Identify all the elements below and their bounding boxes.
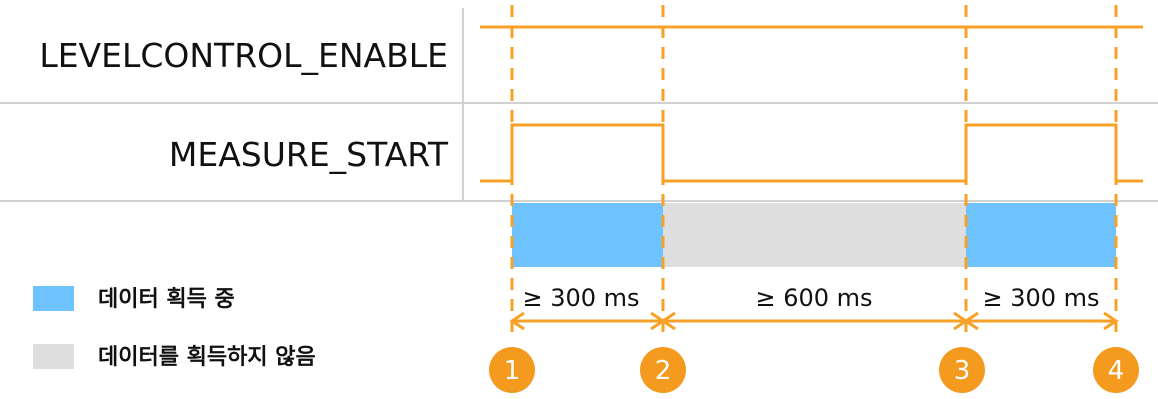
marker-number-3: 3 <box>954 356 971 386</box>
arrowhead-3-right <box>963 311 979 331</box>
phase-bar-acquiring-2 <box>966 203 1116 267</box>
legend-swatch-not-acquiring <box>33 344 74 369</box>
duration-label-2: ≥ 600 ms <box>755 284 872 312</box>
arrowhead-4-left <box>1103 311 1119 331</box>
duration-label-1: ≥ 300 ms <box>522 284 639 312</box>
marker-badge-1: 1 <box>489 347 535 393</box>
marker-number-2: 2 <box>655 356 672 386</box>
marker-badge-2: 2 <box>640 347 686 393</box>
phase-bar-acquiring-1 <box>512 203 663 267</box>
marker-badge-3: 3 <box>939 347 985 393</box>
measure-start-waveform <box>480 123 1143 183</box>
legend-label-acquiring: 데이터 획득 중 <box>98 287 235 312</box>
arrowhead-1-right <box>509 311 525 331</box>
marker-number-4: 4 <box>1108 356 1125 386</box>
marker-number-1: 1 <box>504 356 521 386</box>
legend-swatch-acquiring <box>33 286 74 311</box>
marker-badge-4: 4 <box>1093 347 1139 393</box>
phase-bar-not-acquiring <box>663 203 966 267</box>
arrowhead-2-right <box>660 311 676 331</box>
legend-label-not-acquiring: 데이터를 획득하지 않음 <box>98 345 316 370</box>
signal-label-levelcontrol-enable: LEVELCONTROL_ENABLE <box>39 36 448 75</box>
signal-label-measure-start: MEASURE_START <box>169 135 449 174</box>
duration-label-3: ≥ 300 ms <box>982 284 1099 312</box>
